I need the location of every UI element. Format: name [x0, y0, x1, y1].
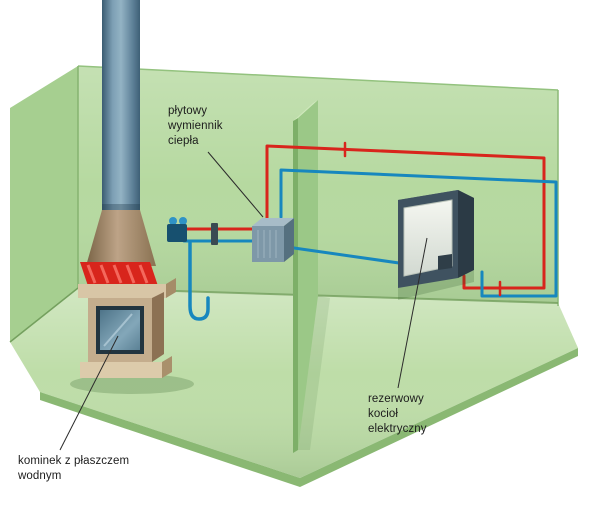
pump-knob-left — [169, 217, 177, 225]
partition-front-edge — [293, 118, 298, 453]
leader-lines — [59, 151, 428, 451]
fireplace-shelf — [78, 284, 166, 298]
firebox-glass-reflection — [103, 313, 133, 347]
pump-body — [167, 224, 187, 242]
chimney-column — [102, 0, 140, 214]
chimney — [102, 0, 140, 214]
label-heat-exchanger: płytowy wymiennik ciepła — [168, 105, 223, 147]
wall-top-edge — [77, 65, 559, 91]
fireplace-floor-shadow — [70, 374, 194, 394]
boiler-control-box — [438, 254, 452, 270]
left-wall — [10, 66, 78, 342]
circulation-pump — [167, 217, 187, 242]
water-jacket-top — [80, 262, 158, 286]
partition-face — [298, 100, 318, 450]
left-wall-floor-junction — [9, 287, 79, 343]
primary-circuit — [167, 217, 255, 321]
partition-top-edge — [293, 100, 318, 121]
plate-heat-exchanger — [252, 218, 294, 262]
exchanger-plates — [257, 230, 277, 258]
fireplace — [70, 210, 194, 394]
pipe-cold-branch — [285, 245, 401, 265]
exchanger-front — [252, 226, 284, 262]
thermal-safety-loop-pipe — [188, 241, 210, 321]
leader-heat-exchanger — [207, 151, 264, 218]
fireplace-base — [80, 362, 162, 378]
exchanger-side — [284, 218, 294, 262]
leader-boiler — [397, 237, 428, 389]
fireplace-body-side — [152, 292, 164, 362]
partition-wall — [293, 100, 330, 453]
pipe-hot-secondary — [265, 144, 546, 290]
partition-floor-shadow — [298, 296, 330, 450]
fireplace-shelf-side — [166, 278, 176, 298]
pipe-cold-secondary — [279, 168, 558, 298]
exchanger-top — [252, 218, 294, 226]
pump-knob-right — [179, 217, 187, 225]
leader-fireplace — [59, 335, 119, 451]
pipe-fitting — [211, 223, 218, 245]
fireplace-hood — [86, 210, 156, 266]
pipes-secondary — [265, 141, 558, 298]
label-fireplace: kominek z płaszczem wodnym — [18, 455, 130, 482]
electric-boiler — [398, 190, 474, 300]
boiler-side — [458, 190, 474, 278]
fireplace-base-side — [162, 356, 172, 378]
chimney-base-shade — [102, 204, 140, 214]
label-backup-boiler: rezerwowy kocioł elektryczny — [368, 393, 427, 435]
